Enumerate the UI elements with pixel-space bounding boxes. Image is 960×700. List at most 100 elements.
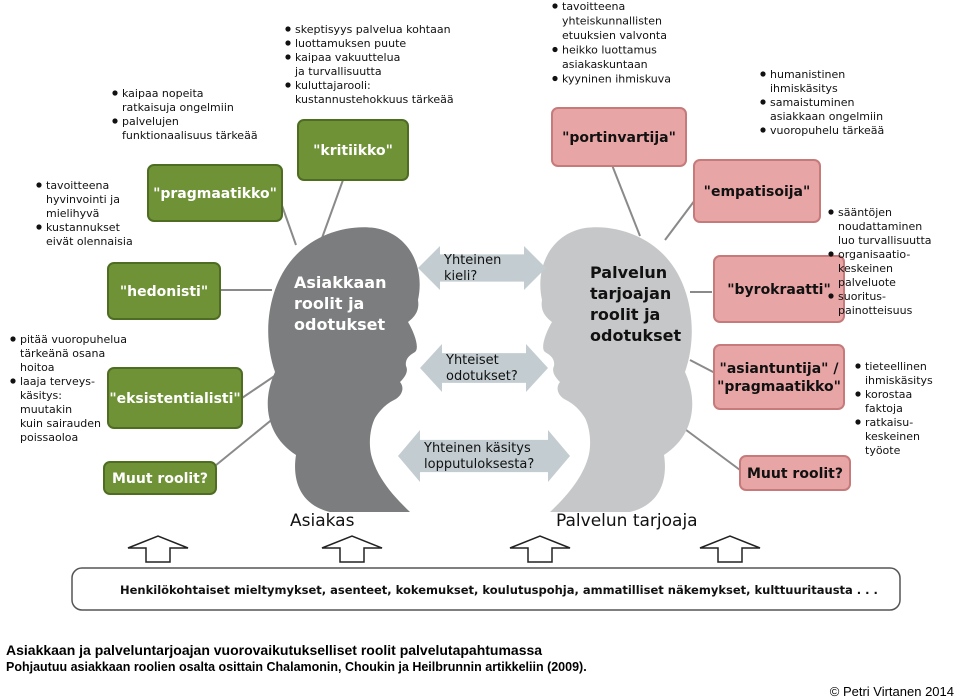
- provider-role-box-2: "byrokraatti": [713, 255, 845, 323]
- bullet-text: kuluttajarooli:: [295, 79, 371, 92]
- provider-role-box-rect: [713, 255, 845, 323]
- bullet-text: ratkaisu-: [865, 416, 913, 429]
- bullet-dot: [10, 378, 16, 384]
- provider-role-label: "empatisoija": [704, 184, 811, 200]
- double-arrow-shape: [398, 430, 570, 482]
- bullet-text: työote: [865, 444, 901, 457]
- provider-role-label: Muut roolit?: [747, 466, 843, 482]
- provider-role-label: "asiantuntija" /: [720, 361, 840, 377]
- bullet-text: kustannukset: [46, 221, 121, 234]
- bullet-text: ratkaisuja ongelmiin: [122, 101, 234, 114]
- provider-head-silhouette: [540, 227, 693, 513]
- bullet-dot: [760, 127, 766, 133]
- bullet-text: vuoropuhelu tärkeää: [770, 124, 884, 137]
- up-arrows: [127, 535, 761, 563]
- bullet-dot: [112, 90, 118, 96]
- client-role-label: "eksistentialisti": [109, 391, 240, 407]
- bullet-dot: [285, 26, 291, 32]
- bullet-dot: [552, 46, 558, 53]
- client-role-box-rect: [103, 461, 217, 495]
- bullet-dot: [828, 251, 834, 257]
- client-role-box-2: "hedonisti": [107, 262, 221, 320]
- bullet-dot: [828, 209, 834, 215]
- client-role-box-rect: [297, 119, 409, 181]
- bullet-text: poissaoloa: [20, 431, 78, 444]
- up-arrow-3: [699, 535, 761, 563]
- bottom-bar-box: [71, 567, 901, 611]
- bullet-text: kaipaa vakuuttelua: [295, 51, 400, 64]
- shared-arrow-text: Yhteinen käsitys: [423, 441, 531, 456]
- client-head-silhouette: [267, 227, 420, 513]
- bullet-text: kustannustehokkuus tärkeää: [295, 93, 454, 106]
- bullet-text: noudattaminen: [838, 220, 922, 233]
- provider-role-label: "portinvartija": [562, 130, 676, 146]
- bullet-text: asiakaskuntaan: [562, 58, 648, 71]
- svg-text:Asiakkaan: Asiakkaan: [294, 273, 386, 292]
- provider-role-label: "pragmaatikko": [717, 379, 841, 395]
- provider-role-box-rect: [739, 455, 851, 491]
- client-role-label: "hedonisti": [120, 284, 208, 300]
- bullet-dot: [10, 336, 16, 342]
- bullet-text: palvelujen: [122, 115, 179, 128]
- bullet-text: samaistuminen: [770, 96, 855, 109]
- double-arrow-shape: [420, 344, 548, 392]
- diagram-canvas: Asiakkaan roolit ja odotukset Palvelun t…: [10, 0, 933, 611]
- bullet-text: pitää vuoropuhelua: [20, 333, 127, 346]
- svg-text:tarjoajan: tarjoajan: [590, 284, 671, 303]
- bullet-dot: [855, 363, 861, 369]
- bullet-text: keskeinen: [865, 430, 920, 443]
- double-arrow-shape: [418, 246, 546, 290]
- bullet-text: ihmiskäsitys: [865, 374, 933, 387]
- up-arrow-0: [127, 535, 189, 563]
- bullet-dot: [855, 419, 861, 425]
- shared-arrows: Yhteinenkieli?Yhteisetodotukset?Yhteinen…: [398, 246, 570, 482]
- bullet-text: muutakin: [20, 403, 72, 416]
- provider-role-box-rect: [713, 344, 845, 410]
- bullet-text: kaipaa nopeita: [122, 87, 204, 100]
- provider-role-bullets-3: tieteellinenihmiskäsityskorostaafaktojar…: [855, 360, 933, 457]
- copyright-text: © Petri Virtanen 2014: [829, 684, 954, 699]
- bullet-dot: [285, 82, 291, 88]
- caption-title: Asiakkaan ja palveluntarjoajan vuorovaik…: [6, 642, 543, 658]
- bottom-bar-text: Henkilökohtaiset mieltymykset, asenteet,…: [120, 583, 878, 597]
- svg-text:roolit ja: roolit ja: [590, 305, 660, 324]
- bullet-text: palveluote: [838, 276, 896, 289]
- provider-role-label: "byrokraatti": [727, 282, 831, 298]
- bullet-dot: [552, 75, 558, 82]
- client-role-bullets-0: skeptisyys palvelua kohtaanluottamuksen …: [285, 23, 454, 106]
- provider-role-box-4: Muut roolit?: [739, 455, 851, 491]
- bullet-dot: [36, 224, 42, 230]
- client-role-box-rect: [147, 164, 283, 222]
- shared-arrow-text: kieli?: [444, 269, 477, 284]
- bullet-text: asiakkaan ongelmiin: [770, 110, 883, 123]
- client-role-box-4: Muut roolit?: [103, 461, 217, 495]
- bullet-text: kyyninen ihmiskuva: [562, 73, 671, 86]
- bullet-text: skeptisyys palvelua kohtaan: [295, 23, 451, 36]
- client-role-label: "pragmaatikko": [153, 186, 277, 202]
- bullet-text: ja turvallisuutta: [294, 65, 382, 78]
- bullet-text: tavoitteena: [46, 179, 109, 192]
- bullet-text: organisaatio-: [838, 248, 910, 261]
- client-role-box-0: "kritiikko": [297, 119, 409, 181]
- shared-arrow-text: Yhteiset: [445, 353, 499, 368]
- client-head-text: Asiakkaan roolit ja odotukset: [294, 273, 386, 334]
- bullet-dot: [285, 54, 291, 60]
- bullet-text: funktionaalisuus tärkeää: [122, 129, 258, 142]
- provider-role-box-rect: [551, 107, 687, 167]
- provider-head-text: Palvelun tarjoajan roolit ja odotukset: [590, 263, 681, 345]
- bullet-text: suoritus-: [838, 290, 886, 303]
- bullet-text: tavoitteena: [562, 0, 625, 13]
- bullet-dot: [760, 71, 766, 77]
- provider-role-box-0: "portinvartija": [551, 107, 687, 167]
- bullet-dot: [112, 118, 118, 124]
- role-boxes: "kritiikko" "pragmaatikko" "hedonisti" "eks…: [103, 107, 851, 495]
- bullet-text: mielihyvä: [46, 207, 99, 220]
- bullet-lists: skeptisyys palvelua kohtaanluottamuksen …: [10, 0, 933, 457]
- client-role-box-1: "pragmaatikko": [147, 164, 283, 222]
- provider-role-box-3: "asiantuntija" / "pragmaatikko": [713, 344, 845, 410]
- bullet-text: luottamuksen puute: [295, 37, 406, 50]
